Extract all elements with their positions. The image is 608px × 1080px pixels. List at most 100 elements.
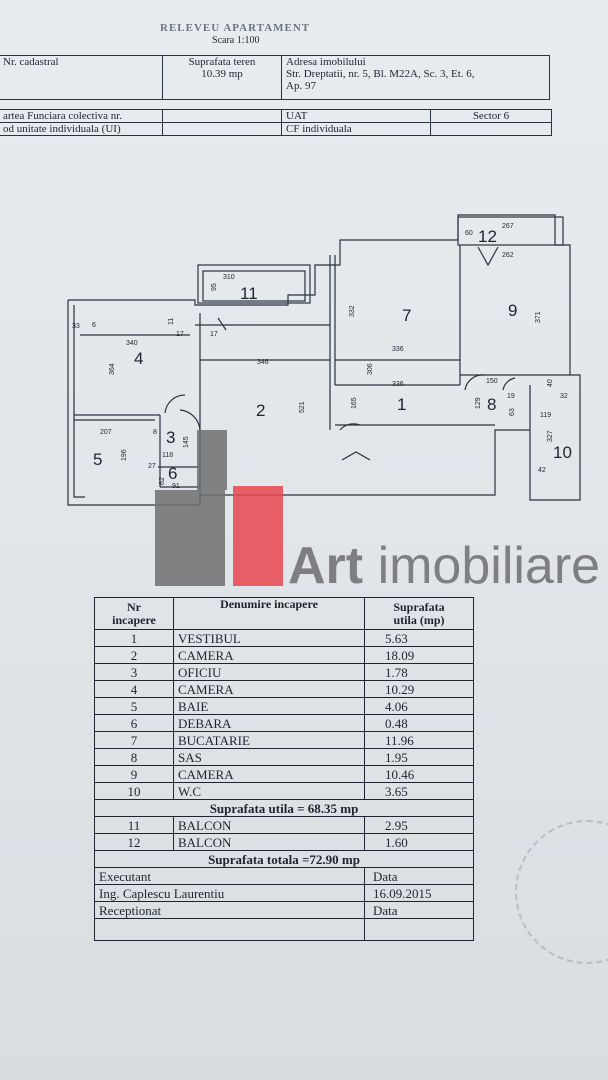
adresa-cell: Adresa imobilului Str. Dreptatii, nr. 5,…	[281, 55, 550, 100]
room-area: 1.60	[364, 833, 474, 851]
stamp-seal	[515, 820, 608, 964]
room-area: 10.29	[364, 680, 474, 698]
dim-118: 118	[162, 452, 173, 459]
document-title: RELEVEU APARTAMENT	[160, 22, 311, 34]
room-nr: 8	[94, 748, 174, 766]
dim-6: 6	[92, 322, 96, 329]
room-nr: 6	[94, 714, 174, 732]
dim-32: 32	[560, 393, 568, 400]
floor-plan: 7 9 4 2 1 8 3 5 6 10 11 12 310 95 267 60…	[40, 205, 585, 520]
room-name: BALCON	[173, 833, 365, 851]
dim-119: 119	[540, 412, 551, 419]
dim-27: 27	[148, 463, 156, 470]
room-area: 10.46	[364, 765, 474, 783]
sum-utila: Suprafata utila = 68.35 mp	[94, 799, 474, 817]
room-8-number: 8	[487, 395, 496, 414]
room-3-number: 3	[166, 428, 175, 447]
cod-ui-label: od unitate individuala (UI)	[0, 122, 163, 136]
header-suprafata: Suprafata utila (mp)	[364, 597, 474, 630]
room-name: DEBARA	[173, 714, 365, 732]
dim-364: 364	[109, 363, 116, 375]
dim-60: 60	[465, 230, 473, 237]
dim-40: 40	[547, 379, 554, 387]
property-info-table: Nr. cadastral Suprafata teren 10.39 mp A…	[0, 55, 550, 100]
watermark-logo-gray-stem	[197, 430, 227, 490]
room-nr: 1	[94, 629, 174, 647]
watermark-logo-red-block	[233, 486, 283, 586]
dim-207: 207	[100, 429, 112, 436]
room-area: 1.95	[364, 748, 474, 766]
room-nr: 9	[94, 765, 174, 783]
header-denumire: Denumire incapere	[173, 597, 365, 630]
header-sup-line1: Suprafata	[393, 599, 445, 614]
scale-label: Scara 1:100	[212, 35, 260, 46]
dim-150: 150	[486, 378, 498, 385]
data-value: 16.09.2015	[364, 884, 474, 902]
room-area: 2.95	[364, 816, 474, 834]
dim-340: 340	[126, 340, 138, 347]
room-name: CAMERA	[173, 680, 365, 698]
uat-label: UAT	[281, 109, 431, 123]
data-label-1: Data	[364, 867, 474, 885]
room-2-number: 2	[256, 401, 265, 420]
room-11-number: 11	[240, 284, 258, 303]
dim-42: 42	[538, 467, 546, 474]
room-10-number: 10	[553, 443, 572, 462]
dim-8: 8	[153, 429, 157, 436]
dim-11: 11	[168, 318, 175, 325]
dim-332: 332	[349, 305, 356, 317]
dim-521: 521	[299, 401, 306, 413]
room-4-number: 4	[134, 349, 143, 368]
dim-145: 145	[183, 436, 190, 448]
cf-label: CF individuala	[281, 122, 431, 136]
room-nr: 5	[94, 697, 174, 715]
room-nr: 11	[94, 816, 174, 834]
watermark-logo-gray-block	[155, 490, 225, 586]
header-nr: Nr incapere	[94, 597, 174, 630]
dim-165: 165	[351, 397, 358, 409]
dim-95: 95	[211, 283, 218, 291]
dim-346: 346	[257, 359, 269, 366]
room-area: 3.65	[364, 782, 474, 800]
adresa-value-2: Ap. 97	[286, 80, 316, 92]
room-name: VESTIBUL	[173, 629, 365, 647]
room-name: SAS	[173, 748, 365, 766]
floor-plan-drawing: 7 9 4 2 1 8 3 5 6 10 11 12 310 95 267 60…	[67, 214, 581, 506]
adresa-label: Adresa imobilului	[286, 56, 366, 68]
room-area: 5.63	[364, 629, 474, 647]
dim-196: 196	[121, 449, 128, 461]
teren-label: Suprafata teren	[188, 56, 256, 68]
dim-62: 62	[159, 477, 166, 485]
watermark-brand-bold: Art	[288, 537, 364, 595]
dim-91: 91	[172, 483, 180, 490]
room-nr: 2	[94, 646, 174, 664]
sum-totala: Suprafata totala =72.90 mp	[94, 850, 474, 868]
carte-funciara-label: artea Funciara colectiva nr.	[0, 109, 163, 123]
room-1-number: 1	[397, 395, 406, 414]
sector-label: Sector 6	[430, 109, 552, 123]
dim-17b: 17	[210, 331, 218, 338]
dim-306: 306	[367, 363, 374, 375]
room-area: 11.96	[364, 731, 474, 749]
dim-33: 33	[72, 323, 80, 330]
room-name: BUCATARIE	[173, 731, 365, 749]
dim-336b: 336	[392, 381, 404, 388]
data-label-2: Data	[364, 901, 474, 919]
dim-310: 310	[223, 274, 235, 281]
cadastral-label: Nr. cadastral	[0, 55, 163, 100]
room-area: 1.78	[364, 663, 474, 681]
dim-327: 327	[547, 430, 554, 442]
dim-63: 63	[509, 408, 516, 416]
room-6-number: 6	[168, 464, 177, 483]
header-sup-line2: utila (mp)	[393, 612, 445, 627]
header-nr-line1: Nr	[127, 599, 141, 614]
